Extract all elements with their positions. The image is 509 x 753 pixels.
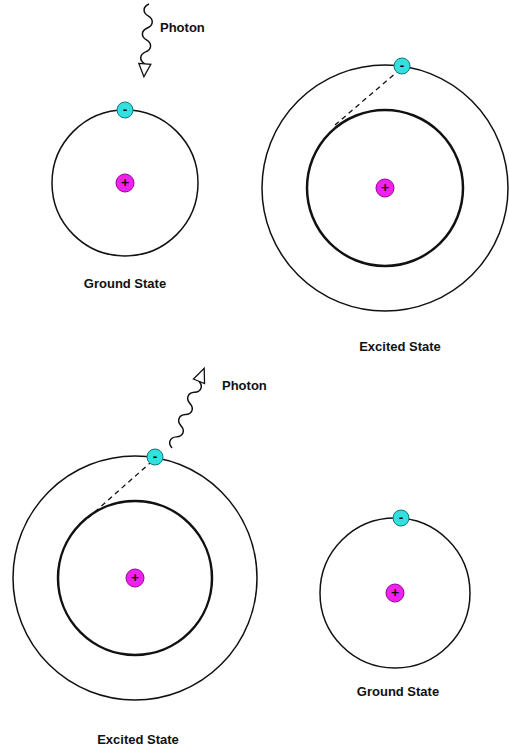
photon-wave	[138, 4, 155, 78]
electron	[117, 102, 133, 118]
charge-sign: +	[387, 585, 403, 601]
nucleus	[386, 584, 404, 602]
nucleus	[126, 569, 144, 587]
orbit	[52, 110, 198, 256]
charge-sign: -	[394, 58, 410, 74]
inner-orbit	[307, 110, 463, 266]
inner-orbit	[58, 501, 212, 655]
photon-label: Photon	[160, 20, 205, 36]
state-caption: Ground State	[357, 684, 439, 700]
state-caption: Excited State	[97, 732, 179, 748]
outer-orbit	[262, 65, 508, 311]
charge-sign: +	[377, 180, 393, 196]
transition-path	[335, 72, 397, 125]
electron	[147, 449, 163, 465]
charge-sign: -	[393, 510, 409, 526]
state-caption: Ground State	[84, 276, 166, 292]
electron	[394, 58, 410, 74]
nucleus	[376, 179, 394, 197]
charge-sign: -	[147, 449, 163, 465]
charge-sign: +	[117, 175, 133, 191]
photon-wave	[166, 366, 209, 450]
transition-path	[88, 463, 150, 518]
photon-label: Photon	[222, 378, 267, 394]
electron	[393, 510, 409, 526]
orbit	[320, 518, 470, 668]
nucleus	[116, 174, 134, 192]
state-caption: Excited State	[359, 339, 441, 355]
charge-sign: +	[127, 570, 143, 586]
charge-sign: -	[117, 102, 133, 118]
outer-orbit	[13, 456, 257, 700]
